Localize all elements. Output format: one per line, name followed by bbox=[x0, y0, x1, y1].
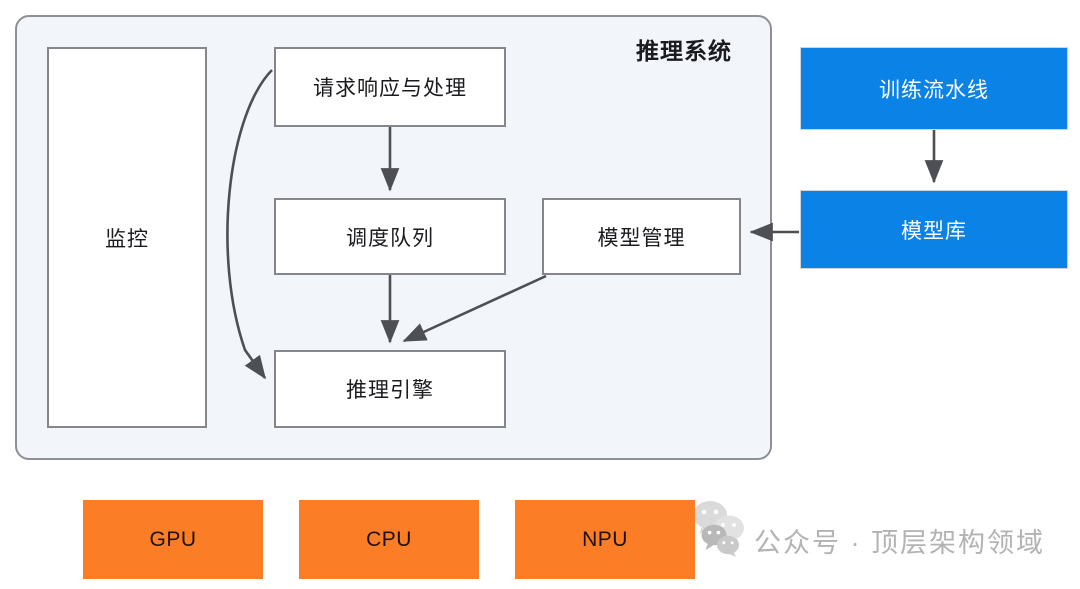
node-hardware-gpu-label: GPU bbox=[149, 527, 197, 551]
node-hardware-cpu-label: CPU bbox=[366, 527, 412, 551]
inference-system-title-text: 推理系统 bbox=[636, 38, 732, 64]
wechat-icon bbox=[701, 524, 739, 557]
watermark-text: 公众号 · 顶层架构领域 bbox=[754, 527, 1045, 558]
node-monitor[interactable]: 监控 bbox=[47, 47, 207, 428]
node-inference-engine[interactable]: 推理引擎 bbox=[274, 350, 506, 428]
node-training-pipeline[interactable]: 训练流水线 bbox=[800, 47, 1068, 130]
node-model-management-label: 模型管理 bbox=[597, 226, 686, 250]
node-hardware-npu-label: NPU bbox=[582, 527, 628, 551]
node-inference-engine-label: 推理引擎 bbox=[346, 379, 434, 402]
node-monitor-label: 监控 bbox=[105, 227, 149, 251]
node-model-repository[interactable]: 模型库 bbox=[800, 190, 1068, 269]
inference-system-title: 推理系统 bbox=[624, 34, 744, 68]
node-hardware-cpu[interactable]: CPU bbox=[299, 500, 479, 579]
node-scheduling-queue[interactable]: 调度队列 bbox=[274, 198, 506, 275]
node-scheduling-queue-label: 调度队列 bbox=[346, 226, 434, 250]
node-model-management[interactable]: 模型管理 bbox=[542, 198, 741, 275]
node-request-handling-label: 请求响应与处理 bbox=[313, 77, 467, 100]
node-request-handling[interactable]: 请求响应与处理 bbox=[274, 47, 506, 127]
node-model-repository-label: 模型库 bbox=[901, 219, 967, 243]
node-hardware-gpu[interactable]: GPU bbox=[83, 500, 263, 579]
node-training-pipeline-label: 训练流水线 bbox=[879, 78, 989, 102]
node-hardware-npu[interactable]: NPU bbox=[515, 500, 695, 579]
watermark: 公众号 · 顶层架构领域 bbox=[700, 515, 1045, 565]
